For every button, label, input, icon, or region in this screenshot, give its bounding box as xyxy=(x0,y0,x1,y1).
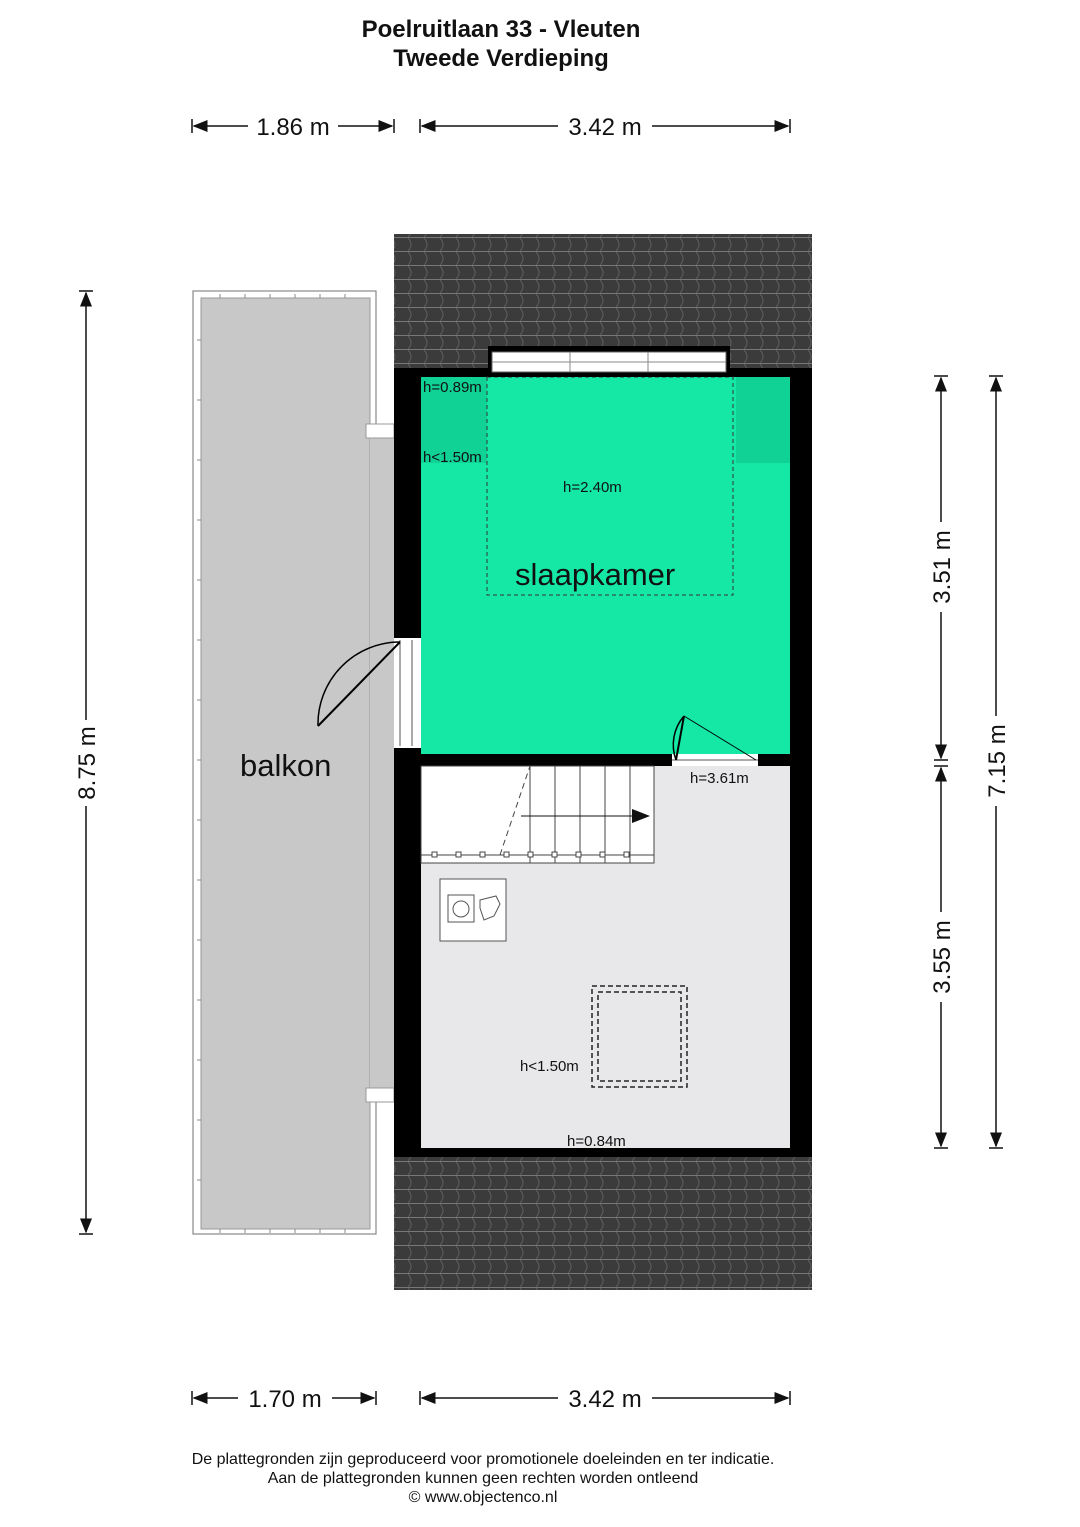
plan-title: Poelruitlaan 33 - Vleuten xyxy=(361,16,641,43)
partition-wall xyxy=(421,754,672,766)
dimension-right-upper: 3.51 m xyxy=(929,375,956,761)
roof-hatch-icon xyxy=(591,985,688,1088)
copyright-line: © www.objectenco.nl xyxy=(408,1489,558,1506)
disclaimer-line-1: De plattegronden zijn geproduceerd voor … xyxy=(191,1451,775,1468)
dimension-label: 7.15 m xyxy=(984,724,1011,797)
dimension-bottom-right: 3.42 m xyxy=(419,1386,791,1413)
dimension-label: 3.42 m xyxy=(568,114,641,141)
dimension-label: 3.42 m xyxy=(568,1386,641,1413)
dimension-label: 3.51 m xyxy=(929,530,956,603)
height-label: h=2.40m xyxy=(563,479,622,496)
roof-tiles-bottom xyxy=(394,1157,812,1290)
room-label-bedroom: slaapkamer xyxy=(515,557,675,592)
dimension-left-height: 8.75 m xyxy=(74,290,101,1235)
dimension-bottom-left: 1.70 m xyxy=(191,1386,377,1413)
dimension-top-left: 1.86 m xyxy=(191,114,395,141)
roof-tiles-top xyxy=(394,234,812,368)
bedroom-low-zone-left xyxy=(421,377,487,463)
balcony-door[interactable] xyxy=(317,638,421,748)
dormer-window xyxy=(488,346,730,377)
partition-wall-right xyxy=(758,754,790,766)
dimension-top-right: 3.42 m xyxy=(419,114,791,141)
dimension-label: 3.55 m xyxy=(929,920,956,993)
bedroom-low-zone-right xyxy=(736,377,790,463)
room-label-balcony: balkon xyxy=(240,748,331,783)
plan-subtitle: Tweede Verdieping xyxy=(393,45,609,72)
disclaimer-line-2: Aan de plattegronden kunnen geen rechten… xyxy=(267,1470,699,1487)
dimension-label: 8.75 m xyxy=(74,726,101,799)
dimension-label: 1.86 m xyxy=(256,114,329,141)
height-label: h=0.89m xyxy=(423,379,482,396)
washer-dryer-icon xyxy=(439,878,507,942)
height-label: h<1.50m xyxy=(423,449,482,466)
height-label: h<1.50m xyxy=(520,1058,579,1075)
stairs-arrow-icon xyxy=(632,809,650,823)
bedroom-door[interactable] xyxy=(672,715,758,766)
balcony xyxy=(192,290,395,1235)
height-label: h=3.61m xyxy=(690,770,749,787)
dimension-right-lower: 3.55 m xyxy=(929,765,956,1149)
height-label: h=0.84m xyxy=(567,1133,626,1150)
door-swing-icon xyxy=(317,641,401,727)
dimension-label: 1.70 m xyxy=(248,1386,321,1413)
dimension-right-total: 7.15 m xyxy=(984,375,1011,1149)
staircase xyxy=(420,765,655,864)
